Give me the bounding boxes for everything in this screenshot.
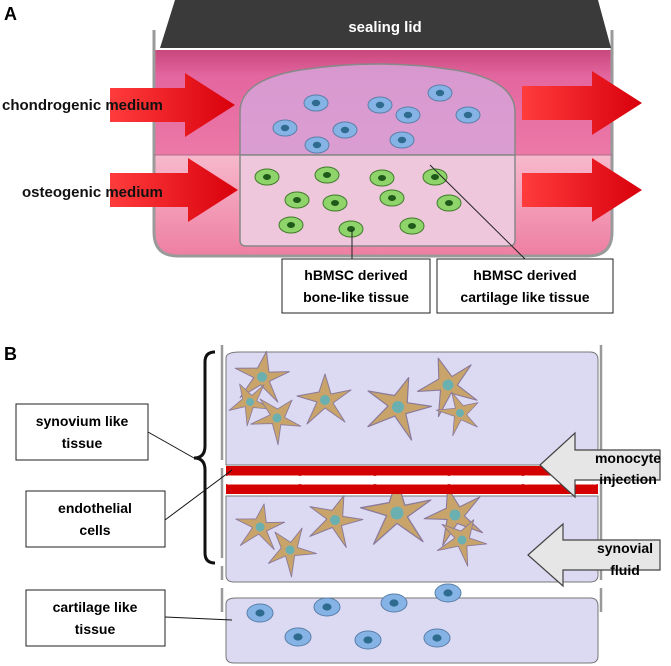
synovial-fluid-arrow: synovial fluid [527,522,661,588]
svg-text:bone-like tissue: bone-like tissue [303,289,409,305]
cartilage-cell [304,136,330,154]
sealing-lid: sealing lid [160,0,611,48]
svg-text:synovial: synovial [597,540,653,556]
medium-flow-arrow [110,158,238,222]
svg-text:cartilage like: cartilage like [53,599,138,615]
fibroblast-cell [436,519,488,567]
svg-text:fluid: fluid [610,562,640,578]
fibroblast-cell [250,398,302,446]
panel-a-label: A [4,4,17,24]
callout-cartilage-tissue: hBMSC derived cartilage like tissue [436,258,614,314]
cartilage-cell [303,94,329,112]
callout-endothelial: endothelial cells [25,490,166,548]
chondrogenic-medium-label: chondrogenic medium [2,97,163,114]
cartilage-cell [427,84,453,102]
bone-cell [284,191,310,209]
synovium-tissue [225,350,599,583]
callout-bone-tissue: hBMSC derived bone-like tissue [281,258,431,314]
bone-cell [379,189,405,207]
fibroblast-cell [267,527,317,578]
fibroblast-cell [234,350,290,403]
fibroblast-cell [423,486,484,547]
fibroblast-cell [435,391,479,437]
bone-cell [436,194,462,212]
bone-cell [338,220,364,238]
svg-text:tissue: tissue [75,621,116,637]
brace [193,350,216,565]
fibroblast-cell [235,503,286,551]
svg-text:tissue: tissue [62,435,103,451]
bone-cell [314,166,340,184]
callout-cartilage: cartilage like tissue [25,589,166,647]
fibroblast-cell [309,495,364,549]
tissue-construct [239,63,516,247]
lid-label: sealing lid [348,19,421,36]
cartilage-cell [332,121,358,139]
cartilage-cell [395,106,421,124]
fibroblast-cell [296,373,352,425]
bone-cell [254,168,280,186]
cartilage-tissue [225,583,599,664]
svg-text:synovium like: synovium like [36,413,129,429]
svg-text:injection: injection [599,471,657,487]
cartilage-cell [380,593,408,613]
cartilage-cell [389,131,415,149]
cartilage-cell [284,627,312,647]
cartilage-cell [313,597,341,617]
fibroblast-cell [367,377,433,441]
bone-cell [322,194,348,212]
cartilage-cell [246,603,274,623]
svg-text:hBMSC derived: hBMSC derived [304,267,407,283]
bone-cell [399,217,425,235]
panel-b-label: B [4,344,17,364]
bone-cell [278,216,304,234]
svg-text:endothelial: endothelial [58,500,132,516]
fibroblast-cell [228,383,274,427]
cartilage-cell [423,628,451,648]
fibroblast-cell [359,478,432,545]
bone-cell [369,169,395,187]
bone-cell [422,168,448,186]
monocyte-injection-arrow: monocyte injection [539,431,661,499]
svg-text:cartilage like tissue: cartilage like tissue [460,289,589,305]
cartilage-cell [272,119,298,137]
callout-synovium: synovium like tissue [15,403,149,461]
svg-text:hBMSC derived: hBMSC derived [473,267,576,283]
medium-flow-arrow [522,71,642,135]
medium-flow-arrow [110,73,235,137]
cartilage-cell [354,630,382,650]
medium-flow-arrow [522,158,642,222]
osteogenic-medium-label: osteogenic medium [22,184,163,201]
svg-text:monocyte: monocyte [595,450,661,466]
svg-text:cells: cells [79,522,110,538]
cartilage-cell [367,96,393,114]
cartilage-cell [434,583,462,603]
cartilage-cell [455,106,481,124]
fibroblast-cell [417,357,478,418]
